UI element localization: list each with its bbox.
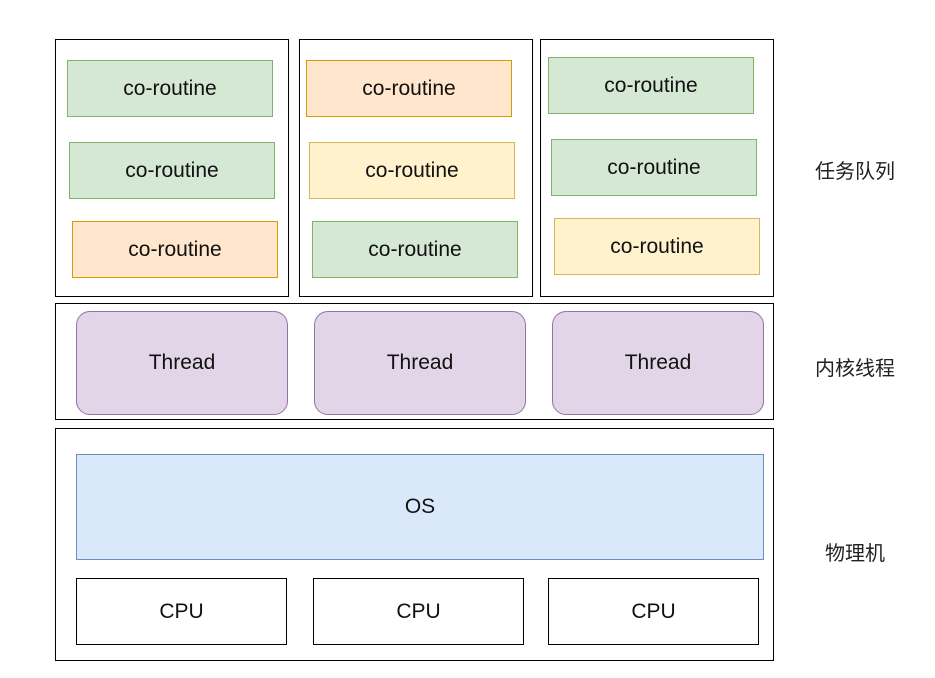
coroutine-box: co-routine	[551, 139, 757, 196]
coroutine-box: co-routine	[309, 142, 515, 199]
layer-label-task-queue: 任务队列	[815, 159, 895, 183]
coroutine-box: co-routine	[69, 142, 275, 199]
cpu-box: CPU	[548, 578, 759, 645]
thread-box: Thread	[552, 311, 764, 415]
cpu-box: CPU	[76, 578, 287, 645]
coroutine-box: co-routine	[548, 57, 754, 114]
coroutine-box: co-routine	[306, 60, 512, 117]
coroutine-box: co-routine	[67, 60, 273, 117]
coroutine-box: co-routine	[554, 218, 760, 275]
thread-box: Thread	[76, 311, 288, 415]
os-box: OS	[76, 454, 764, 560]
cpu-box: CPU	[313, 578, 524, 645]
thread-box: Thread	[314, 311, 526, 415]
coroutine-box: co-routine	[72, 221, 278, 278]
layer-label-kernel-threads: 内核线程	[815, 356, 895, 380]
coroutine-box: co-routine	[312, 221, 518, 278]
layer-label-physical-machine: 物理机	[825, 541, 885, 565]
